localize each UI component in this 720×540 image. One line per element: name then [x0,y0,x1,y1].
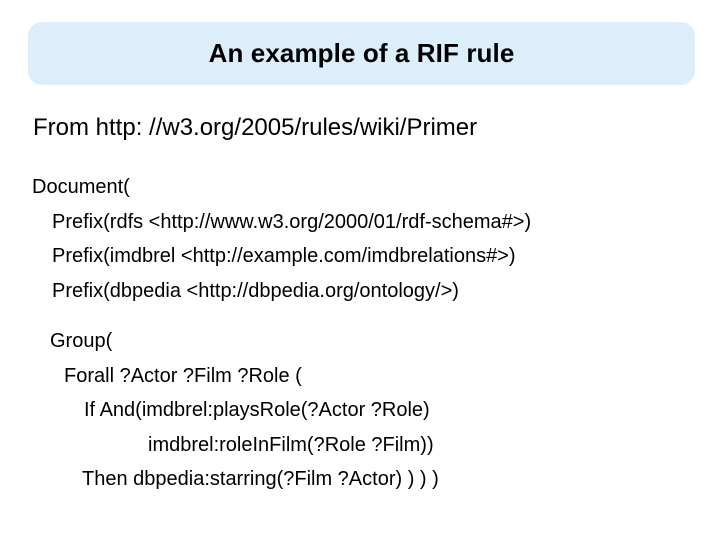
code-line: Then dbpedia:starring(?Film ?Actor) ) ) … [82,468,439,490]
code-line: Forall ?Actor ?Film ?Role ( [64,364,302,387]
code-line: Prefix(rdfs <http://www.w3.org/2000/01/r… [52,210,532,233]
page-title: An example of a RIF rule [208,38,515,68]
title-banner: An example of a RIF rule [28,22,695,85]
code-line: If And(imdbrel:playsRole(?Actor ?Role) [84,399,430,421]
code-line: Prefix(imdbrel <http://example.com/imdbr… [52,245,516,267]
rif-rule-code-block: Document( Prefix(rdfs <http://www.w3.org/… [28,170,708,497]
code-line: Prefix(dbpedia <http://dbpedia.org/ontol… [52,279,459,302]
source-attribution: From http: //w3.org/2005/rules/wiki/Prim… [33,114,478,141]
code-line-spacer [28,308,708,324]
code-line: Document( [32,176,130,198]
code-line: imdbrel:roleInFilm(?Role ?Film)) [148,433,434,456]
code-line: Group( [50,330,113,352]
